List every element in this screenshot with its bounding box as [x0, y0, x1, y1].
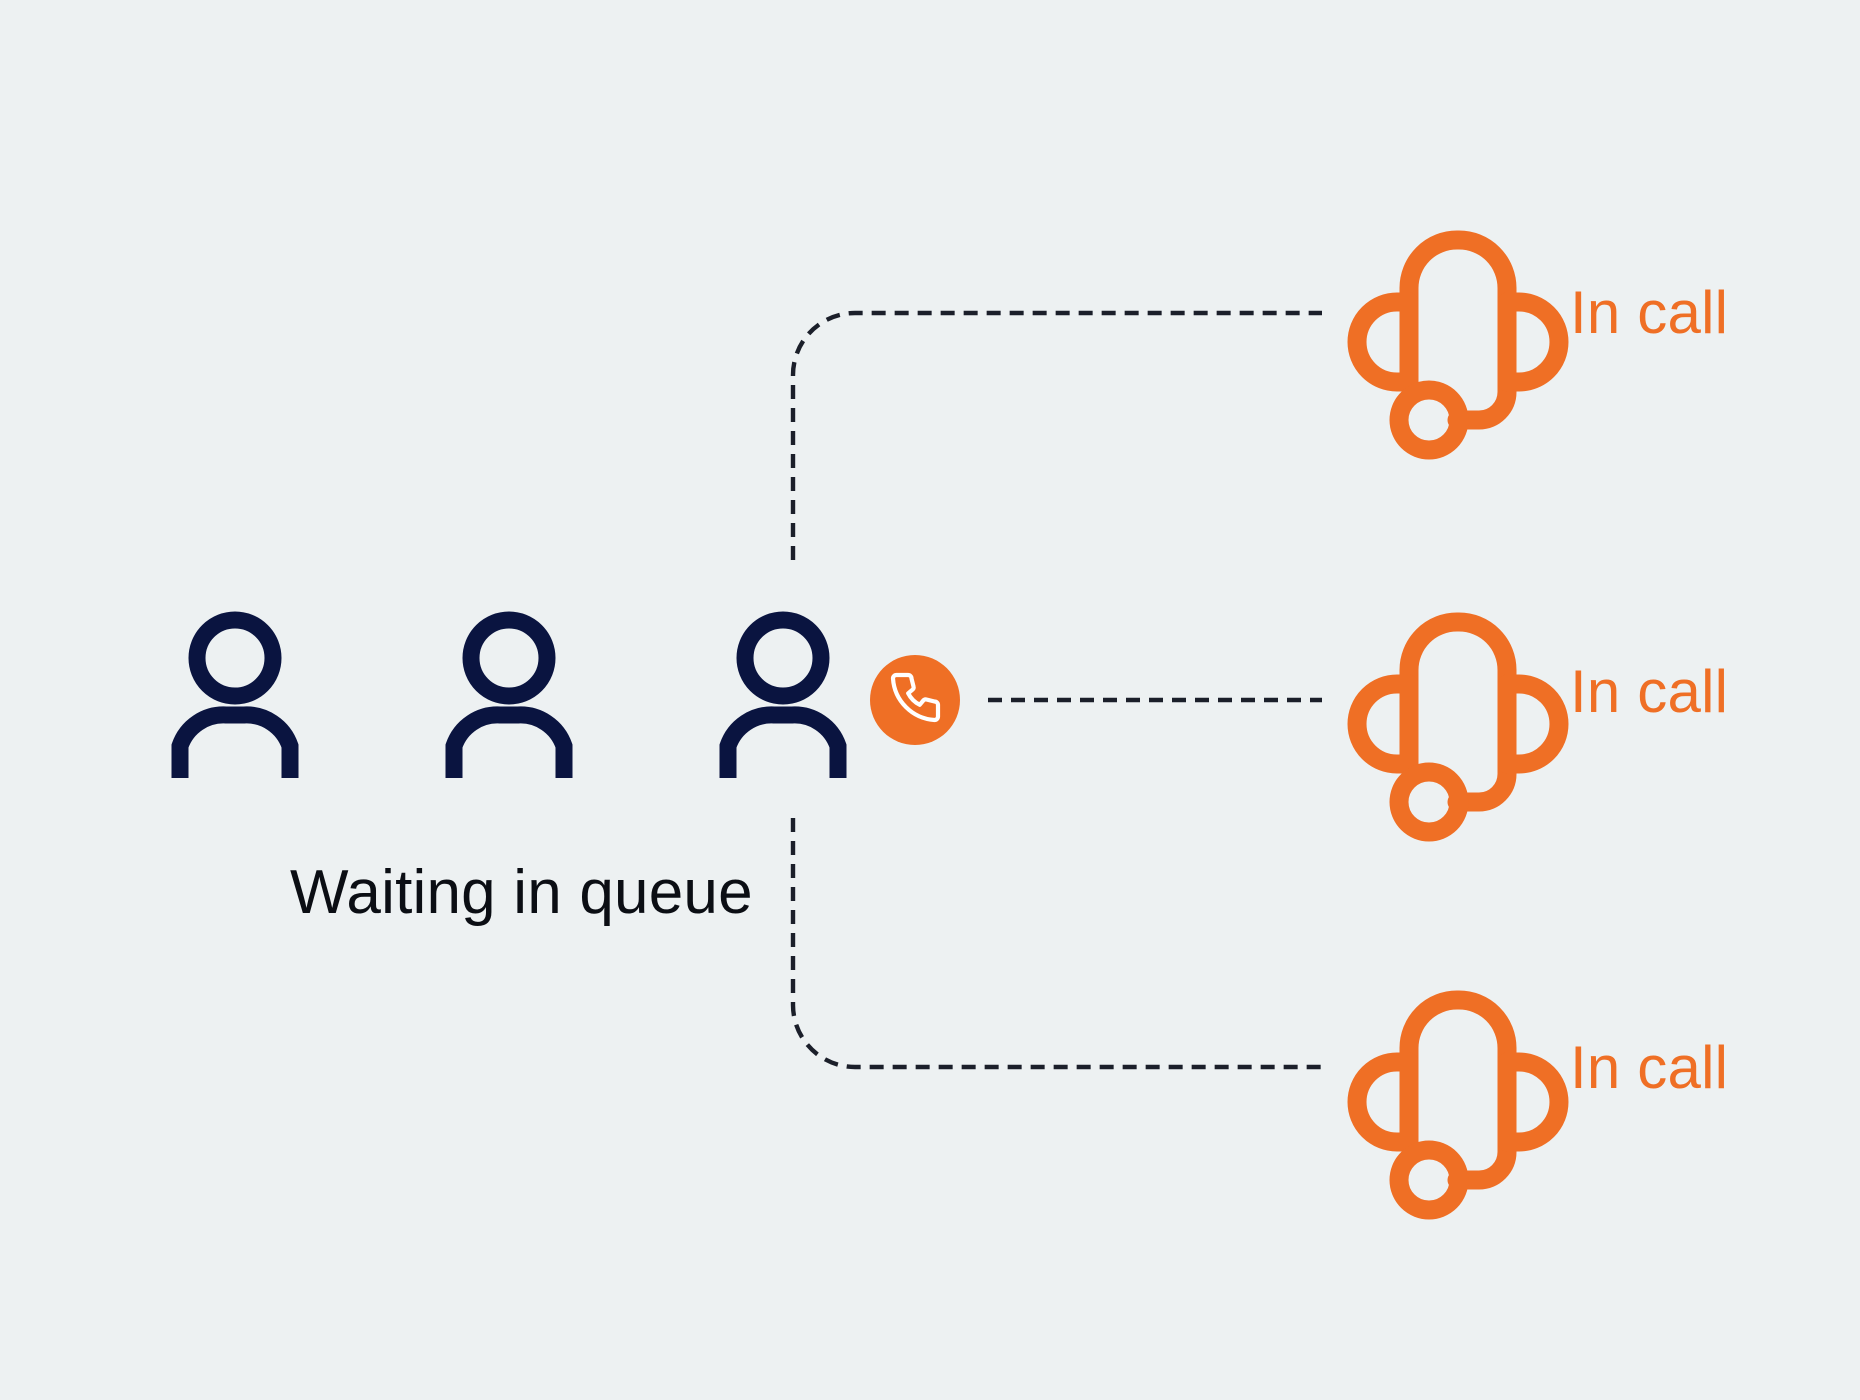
person-icon: [180, 620, 290, 778]
person-icon: [728, 620, 838, 778]
person-icon: [454, 620, 564, 778]
connector-top: [790, 310, 1322, 560]
headset-icon: [1357, 1000, 1559, 1210]
headset-icon: [1357, 622, 1559, 832]
queue-status-label: Waiting in queue: [290, 858, 753, 927]
agent-status-label: In call: [1570, 279, 1729, 346]
queue-group: [180, 620, 838, 778]
connector-group: [790, 310, 1322, 1070]
agent-status-label: In call: [1570, 1034, 1729, 1101]
active-call-badge[interactable]: [870, 655, 960, 745]
headset-icon: [1357, 240, 1559, 450]
agent-status-label: In call: [1570, 658, 1729, 725]
connector-bottom: [790, 818, 1322, 1070]
agents-group: [1357, 240, 1559, 1210]
